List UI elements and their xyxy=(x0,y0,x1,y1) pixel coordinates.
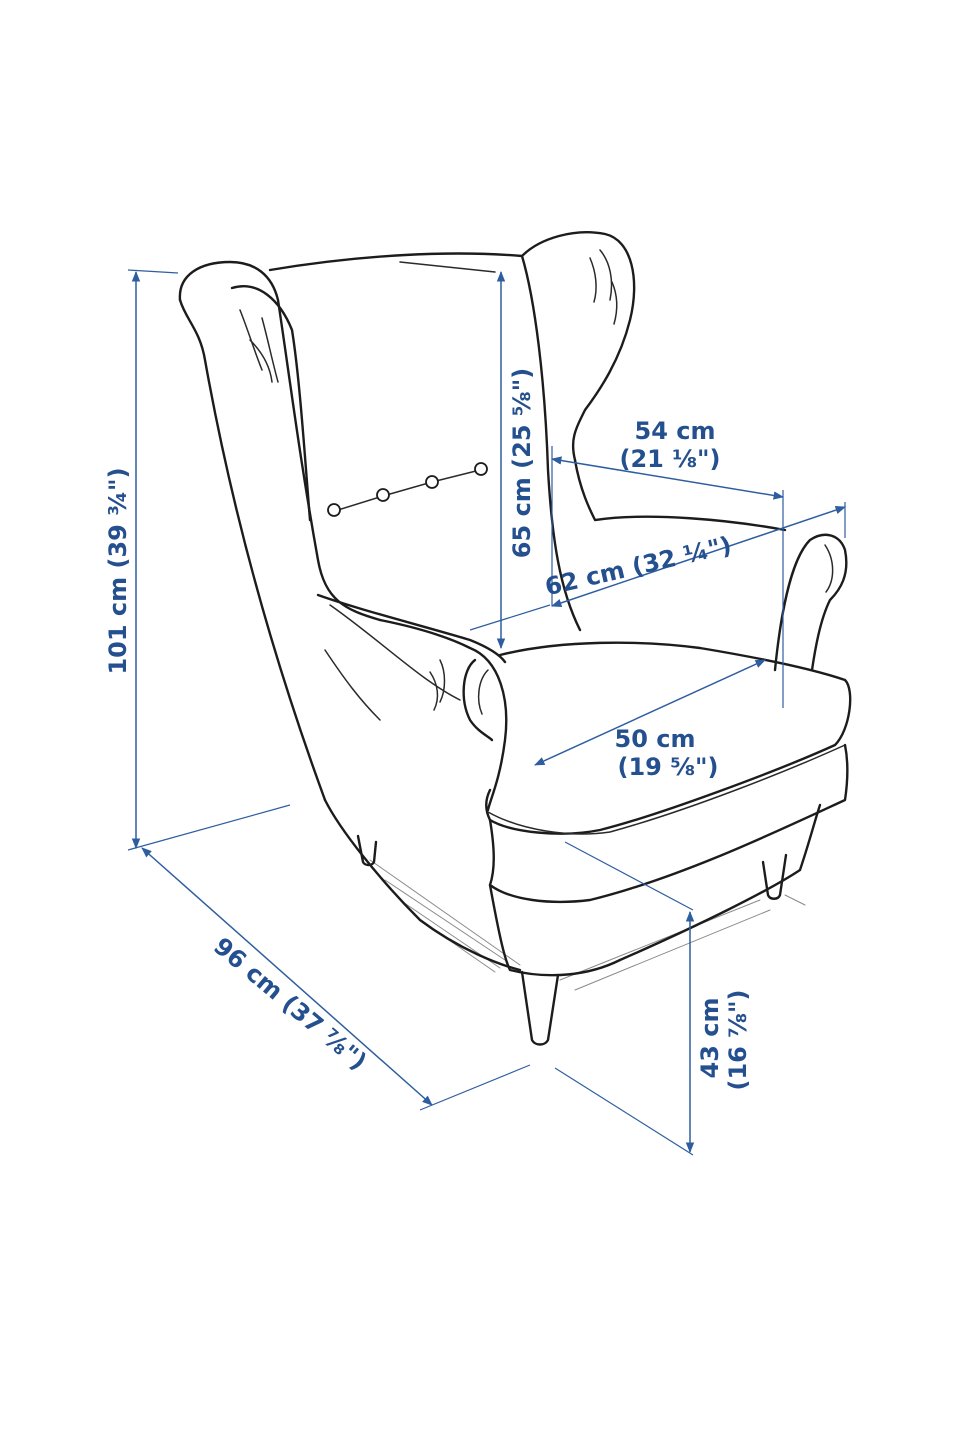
chair-base xyxy=(488,743,849,904)
dimension-lines xyxy=(127,269,846,1156)
seat-width-outer-line xyxy=(551,506,846,607)
seat-width-label-in: (19 ⅝") xyxy=(617,753,718,781)
back-tufting xyxy=(327,462,488,517)
seat-width-line xyxy=(534,659,766,766)
leg-front-left xyxy=(520,970,560,1046)
armchair-outline xyxy=(178,231,852,1046)
total-depth-label: 96 cm (37 ⅞") xyxy=(208,932,372,1076)
left-wing xyxy=(178,260,382,622)
right-armrest xyxy=(773,533,848,672)
seat-width-label-cm: 50 cm xyxy=(615,725,696,753)
leg-front-right xyxy=(761,853,788,900)
left-armrest xyxy=(378,618,508,812)
total-depth-line xyxy=(141,847,433,1106)
seat-depth-line xyxy=(550,456,785,500)
total-height-label: 101 cm (39 ¾") xyxy=(104,467,132,674)
right-wing xyxy=(520,231,636,462)
seat-height-label-cm: 43 cm xyxy=(696,998,724,1079)
seat-depth-label-in: (21 ⅛") xyxy=(619,445,720,473)
seat-width-outer-label: 62 cm (32 ¼") xyxy=(542,531,734,601)
seat-cushion xyxy=(485,641,852,835)
seat-height-label-in: (16 ⅞") xyxy=(724,989,752,1090)
seat-depth-label-cm: 54 cm xyxy=(635,417,716,445)
back-height-label: 65 cm (25 ⅝") xyxy=(508,368,536,558)
